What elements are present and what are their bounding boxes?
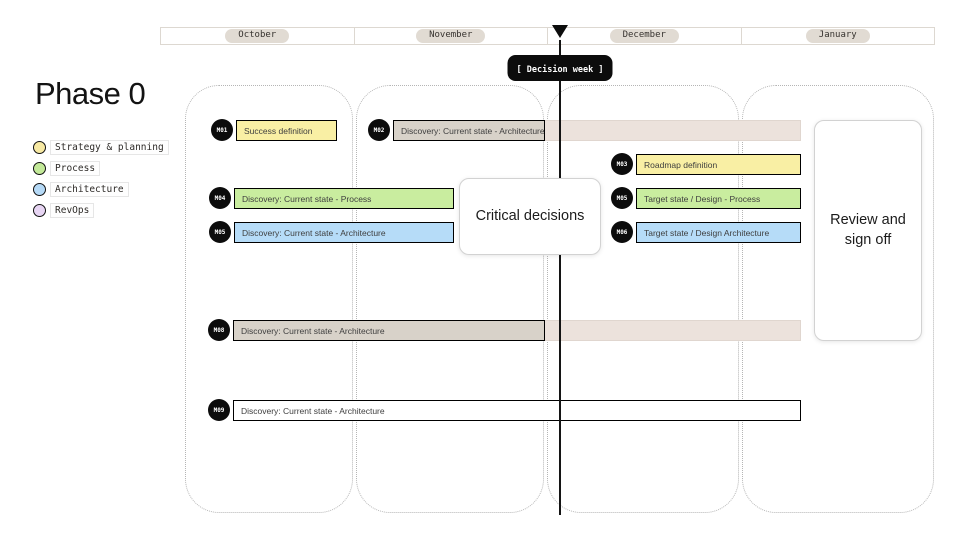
task-bar-m08[interactable]: Discovery: Current state - Architecture <box>233 320 545 341</box>
timeline-lane-december <box>547 85 739 513</box>
task-label: Target state / Design Architecture <box>644 227 770 238</box>
milestone-badge: M02 <box>368 119 390 141</box>
page-title: Phase 0 <box>35 76 146 111</box>
milestone-id: M06 <box>616 228 628 236</box>
month-cell: November <box>355 28 548 44</box>
decision-week-label: [ Decision week ] <box>516 65 604 75</box>
task-bar-m09[interactable]: Discovery: Current state - Architecture <box>233 400 801 421</box>
task-bar-extension <box>544 120 801 141</box>
milestone-badge: M09 <box>208 399 230 421</box>
decision-week-pill: [ Decision week ] <box>507 55 613 81</box>
legend-color-dot <box>33 140 46 154</box>
legend-item: Process <box>33 160 169 176</box>
critical-decisions-label: Critical decisions <box>475 207 585 224</box>
task-bar-m02[interactable]: Discovery: Current state - Architecture <box>393 120 545 141</box>
task-bar-m05[interactable]: Target state / Design - Process <box>636 188 801 209</box>
task-label: Discovery: Current state - Architecture <box>241 325 385 336</box>
task-label: Success definition <box>244 125 313 136</box>
milestone-badge: M06 <box>611 221 633 243</box>
milestone-id: M03 <box>616 160 628 168</box>
milestone-badge: M04 <box>209 187 231 209</box>
task-bar-m06[interactable]: Target state / Design Architecture <box>636 222 801 243</box>
task-label: Discovery: Current state - Process <box>242 193 372 204</box>
task-label: Discovery: Current state - Architecture <box>242 227 386 238</box>
task-label: Discovery: Current state - Architecture <box>241 405 385 416</box>
legend-label: Strategy & planning <box>50 139 169 155</box>
legend-label: RevOps <box>50 202 95 218</box>
decision-marker-icon <box>552 25 568 38</box>
month-cell: December <box>548 28 742 44</box>
task-label: Target state / Design - Process <box>644 193 761 204</box>
task-bar-m01[interactable]: Success definition <box>236 120 337 141</box>
task-bar-extension <box>544 320 801 341</box>
legend-item: Strategy & planning <box>33 139 169 155</box>
milestone-id: M01 <box>216 126 228 134</box>
critical-decisions-box[interactable]: Critical decisions <box>459 178 601 255</box>
month-pill: November <box>416 29 486 43</box>
legend-color-dot <box>33 203 46 217</box>
milestone-badge: M05 <box>209 221 231 243</box>
legend-item: Architecture <box>33 181 169 197</box>
legend-label: Architecture <box>50 181 129 197</box>
legend-color-dot <box>33 161 46 175</box>
milestone-id: M02 <box>373 126 385 134</box>
legend-label: Process <box>50 160 101 176</box>
review-sign-off-label: Review and sign off <box>830 211 906 248</box>
month-cell: October <box>161 28 355 44</box>
milestone-id: M09 <box>213 406 225 414</box>
legend-item: RevOps <box>33 202 169 218</box>
milestone-badge: M08 <box>208 319 230 341</box>
legend-color-dot <box>33 182 46 196</box>
milestone-id: M04 <box>214 194 226 202</box>
task-bar-m04[interactable]: Discovery: Current state - Process <box>234 188 454 209</box>
milestone-badge: M03 <box>611 153 633 175</box>
month-pill: December <box>609 29 679 43</box>
milestone-badge: M01 <box>211 119 233 141</box>
task-label: Roadmap definition <box>644 159 718 170</box>
milestone-id: M05 <box>616 194 628 202</box>
milestone-id: M05 <box>214 228 226 236</box>
timeline-lane-january <box>742 85 934 513</box>
task-bar-m03[interactable]: Roadmap definition <box>636 154 801 175</box>
month-pill: October <box>225 29 290 43</box>
timeline-lane-october <box>185 85 353 513</box>
month-cell: January <box>742 28 935 44</box>
review-sign-off-box[interactable]: Review and sign off <box>814 120 922 341</box>
milestone-id: M08 <box>213 326 225 334</box>
decision-week-line <box>559 40 561 515</box>
timeline-lane-november <box>356 85 544 513</box>
task-label: Discovery: Current state - Architecture <box>401 125 545 136</box>
milestone-badge: M05 <box>611 187 633 209</box>
month-band: October November December January <box>160 27 935 45</box>
month-pill: January <box>805 29 870 43</box>
task-bar-m05[interactable]: Discovery: Current state - Architecture <box>234 222 454 243</box>
